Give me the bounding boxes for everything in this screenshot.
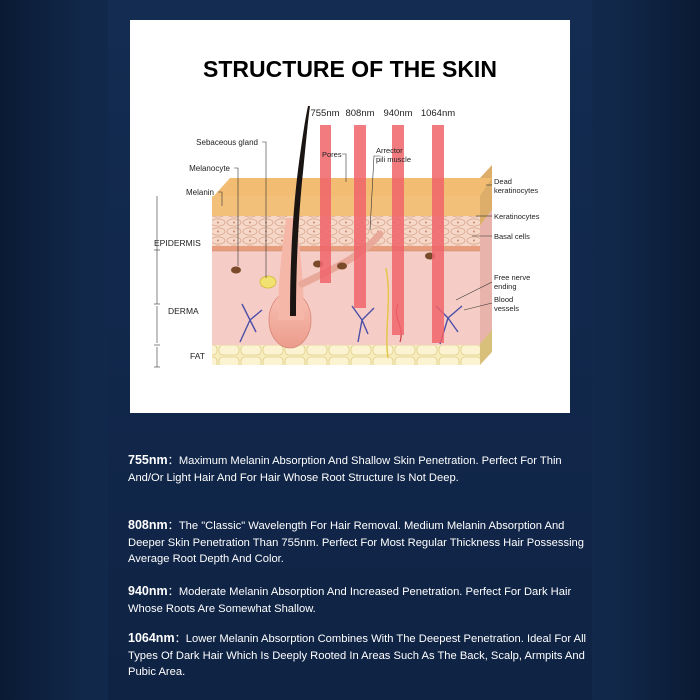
label-arrector-line2: pili muscle — [376, 155, 411, 164]
label-dead-line1: Dead — [494, 177, 512, 186]
skin-structure-diagram: STRUCTURE OF THE SKIN — [154, 56, 540, 368]
description-text: Maximum Melanin Absorption And Shallow S… — [128, 455, 562, 484]
label-melanocyte: Melanocyte — [189, 164, 230, 173]
skin-surface — [212, 178, 492, 198]
label-derma: DERMA — [168, 306, 199, 316]
basal-cell-line — [212, 246, 480, 251]
description-text: Lower Melanin Absorption Combines With T… — [128, 633, 587, 678]
dermis-side — [480, 210, 492, 356]
label-epidermis: EPIDERMIS — [154, 238, 201, 248]
blood-vessel-left — [239, 303, 263, 343]
wavelength-label-940nm: 940nm — [383, 108, 412, 119]
description-940nm: 940nm：Moderate Melanin Absorption And In… — [128, 583, 588, 617]
diagram-title: STRUCTURE OF THE SKIN — [203, 56, 497, 82]
label-keratinocytes: Keratinocytes — [494, 212, 540, 221]
sebaceous-gland — [259, 275, 277, 289]
description-808nm: 808nm：The "Classic" Wavelength For Hair … — [128, 517, 588, 568]
description-wavelength: 755nm — [128, 453, 168, 467]
label-nerve-line2: ending — [494, 282, 517, 291]
label-blood-line2: vessels — [494, 304, 519, 313]
leader-lines — [154, 141, 493, 368]
arrector-muscle — [298, 230, 384, 288]
description-1064nm: 1064nm：Lower Melanin Absorption Combines… — [128, 630, 588, 681]
free-nerve-ending — [385, 267, 390, 359]
wavelength-label-755nm: 755nm — [310, 108, 339, 119]
description-separator: ： — [174, 633, 186, 645]
fat-layer — [212, 345, 480, 365]
blood-vessel-center — [351, 305, 375, 343]
description-wavelength: 808nm — [128, 518, 168, 532]
label-sebaceous-gland: Sebaceous gland — [196, 138, 258, 147]
laser-beam-1064nm — [432, 125, 444, 343]
label-pores: Pores — [322, 150, 342, 159]
description-wavelength: 1064nm — [128, 631, 175, 645]
hair-shaft — [290, 106, 310, 316]
description-separator: ： — [167, 520, 179, 532]
wavelength-label-1064nm: 1064nm — [421, 108, 455, 119]
skin-diagram-card: STRUCTURE OF THE SKIN — [130, 20, 570, 413]
description-755nm: 755nm：Maximum Melanin Absorption And Sha… — [128, 452, 588, 486]
label-dead-line2: keratinocytes — [494, 186, 538, 195]
label-fat: FAT — [190, 351, 205, 361]
laser-beam-940nm — [392, 125, 404, 335]
description-text: The "Classic" Wavelength For Hair Remova… — [128, 520, 585, 565]
label-blood-line1: Blood — [494, 295, 513, 304]
label-melanin: Melanin — [186, 188, 214, 197]
description-separator: ： — [167, 455, 179, 467]
description-text: Moderate Melanin Absorption And Increase… — [128, 586, 572, 615]
laser-beam-755nm — [320, 125, 331, 283]
laser-beam-808nm — [354, 125, 366, 308]
description-separator: ： — [167, 586, 179, 598]
label-nerve-line1: Free nerve — [494, 273, 530, 282]
fat-side — [480, 330, 492, 365]
wavelength-label-808nm: 808nm — [345, 108, 374, 119]
description-wavelength: 940nm — [128, 584, 168, 598]
label-basal-cells: Basal cells — [494, 232, 530, 241]
label-arrector-line1: Arrector — [376, 146, 403, 155]
